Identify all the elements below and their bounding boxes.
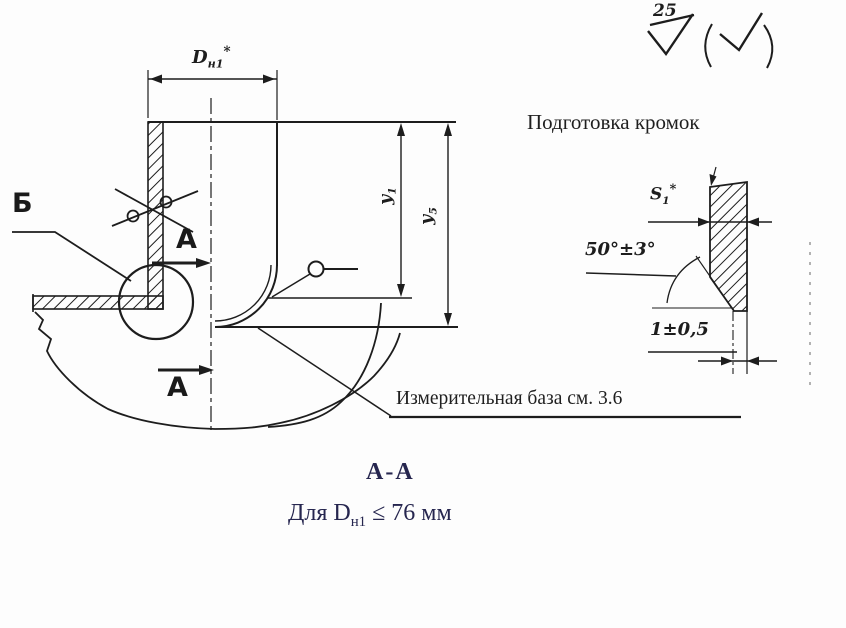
edge-section (709, 180, 748, 312)
dimension-dn1 (147, 70, 278, 120)
dimension-s1 (648, 166, 772, 227)
section-mark-bottom (158, 365, 214, 375)
shell-outline (34, 311, 401, 430)
weld-point-marker (271, 260, 358, 298)
surface-roughness-value: 25 (653, 1, 677, 21)
pipe-wall-section (147, 121, 164, 310)
note-leader (257, 327, 392, 417)
dim-s1-star: * (669, 182, 677, 197)
section-letter-top: А (176, 224, 197, 255)
detail-b-circle (117, 263, 195, 341)
section-name-caption: А-А (366, 459, 415, 485)
dim-y5-label: у5 (417, 196, 440, 236)
condition-caption: Для Dн1 ≤ 76 мм (288, 501, 452, 530)
scissors-cut-icon (111, 188, 199, 233)
collar-curve-outer (214, 264, 278, 328)
section-letter-bottom: А (167, 372, 188, 403)
edge-prep-detail (585, 166, 777, 374)
dim-y1-label: у1 (376, 176, 399, 216)
condition-prefix: Для D (288, 500, 351, 526)
dim-dn1-base: D (192, 47, 208, 68)
condition-suffix: ≤ 76 мм (366, 500, 452, 526)
dim-y1-base: у (376, 194, 397, 205)
dim-y5-base: у (417, 214, 438, 225)
dimension-y1 (397, 123, 405, 297)
dim-gap-label: 1±0,5 (650, 319, 709, 340)
opening-edge-arc (267, 302, 382, 428)
dimension-angle (585, 255, 735, 312)
shell-wall-section (32, 295, 164, 310)
collar-curve-inner (214, 264, 272, 322)
detail-b-leader (12, 231, 132, 282)
edge-prep-title: Подготовка кромок (527, 110, 700, 134)
dim-s1-sub: 1 (662, 195, 670, 208)
measuring-base-note: Измерительная база см. 3.6 (396, 388, 623, 409)
dim-y1-sub: 1 (386, 187, 399, 195)
dim-y5-sub: 5 (427, 207, 440, 215)
detail-b-label: Б (12, 188, 33, 219)
dim-dn1-label: Dн1* (192, 44, 231, 71)
dim-dn1-sub: н1 (207, 57, 224, 71)
section-mark-top (152, 258, 211, 268)
dimension-root-face (648, 311, 777, 374)
surface-roughness-icon (647, 12, 774, 69)
condition-sub: н1 (350, 513, 367, 530)
dim-dn1-star: * (223, 44, 231, 60)
dim-angle-label: 50°±3° (585, 239, 656, 260)
dimension-y5 (444, 123, 452, 326)
dim-s1-base: S (650, 184, 663, 205)
main-view (12, 70, 741, 432)
dim-s1-label: S1* (650, 182, 677, 208)
